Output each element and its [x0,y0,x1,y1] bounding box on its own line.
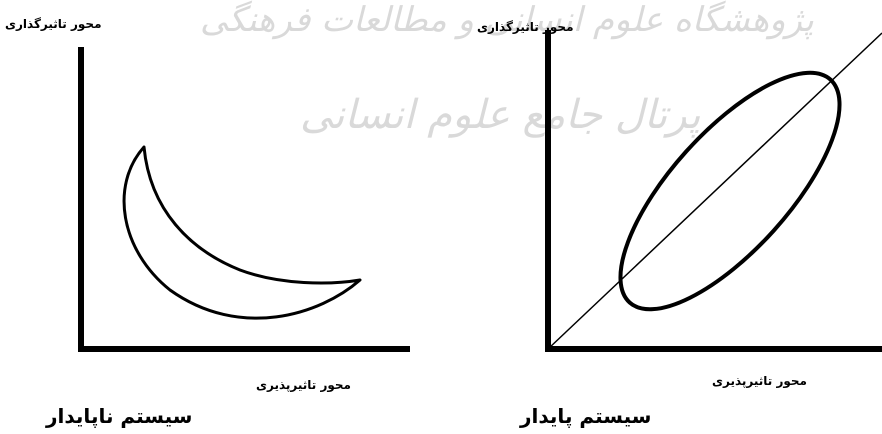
diagonal-line [547,32,882,350]
right-x-axis-label: محور تاثیرپذیری [712,374,807,388]
left-y-axis-label: محور تاثیرگذاری [5,17,102,31]
left-caption: سیستم ناپایدار [46,404,193,428]
right-caption: سیستم پایدار [520,404,652,428]
right-y-axis-label: محور تاثیرگذاری [477,20,574,34]
watermark-line-2: پرتال جامع علوم انسانی [300,92,701,138]
stable-ellipse [618,70,842,312]
left-x-axis-label: محور تاثیرپذیری [256,378,351,392]
watermark-line-1: پژوهشگاه علوم انسانی و مطالعات فرهنگی [200,0,814,40]
crescent-shape [122,145,362,320]
